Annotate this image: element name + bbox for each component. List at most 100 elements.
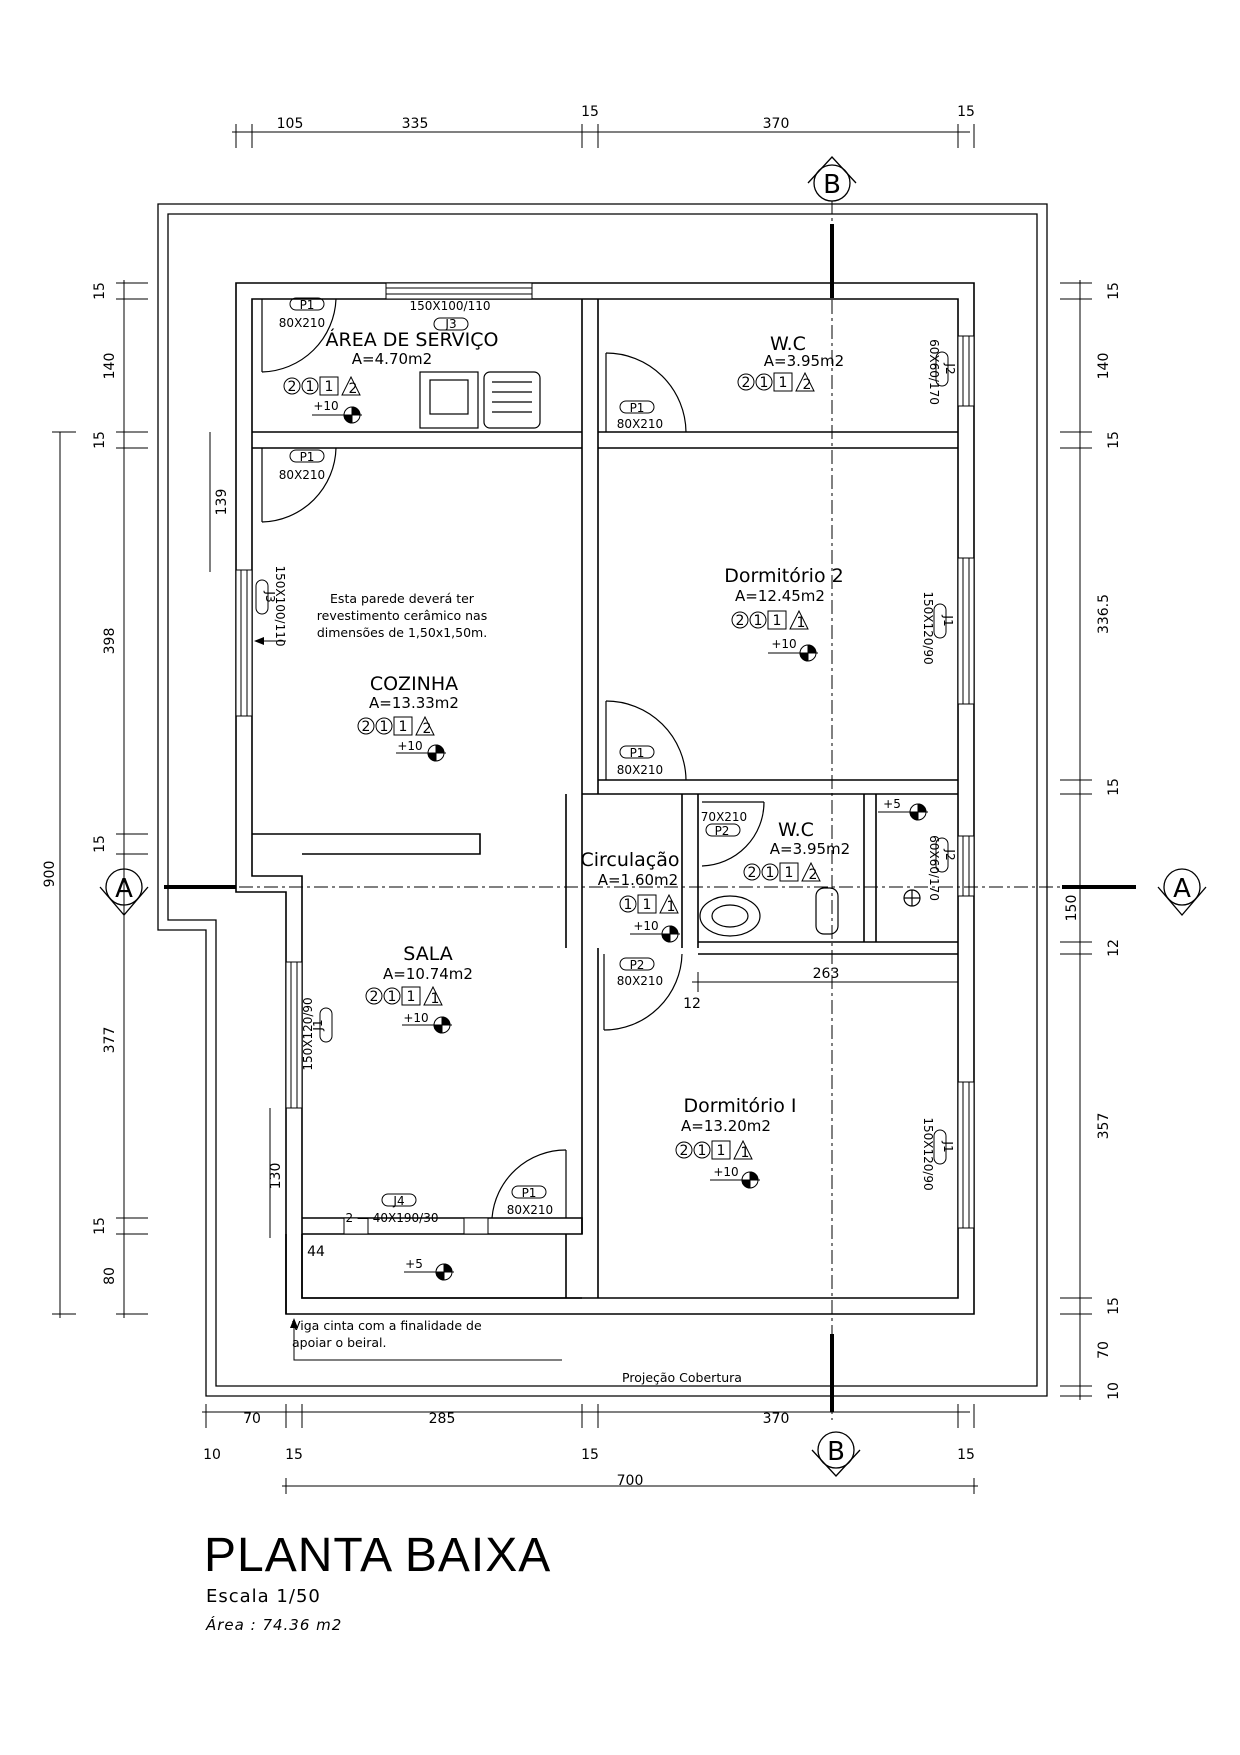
- wall-note: Esta parede deverá ter revestimento cerâ…: [254, 591, 487, 645]
- svg-text:COZINHA: COZINHA: [370, 673, 458, 695]
- svg-text:J2: J2: [943, 362, 957, 374]
- svg-text:15: 15: [957, 1447, 975, 1463]
- svg-text:139: 139: [214, 489, 230, 516]
- room-wc-2: W.C A=3.95m2 +5: [770, 797, 901, 858]
- svg-text:60X60/170: 60X60/170: [927, 835, 941, 901]
- svg-text:B: B: [823, 170, 841, 200]
- svg-text:J1: J1: [941, 614, 955, 626]
- room-dormitorio-1: Dormitório I A=13.20m2 +10: [681, 1095, 796, 1179]
- svg-text:W.C: W.C: [770, 333, 806, 355]
- svg-text:P1: P1: [300, 450, 315, 464]
- window-tags: [255, 317, 949, 1207]
- svg-text:A: A: [1173, 874, 1191, 904]
- svg-text:335: 335: [402, 116, 429, 132]
- room-wc-1: W.C A=3.95m2: [764, 333, 844, 370]
- svg-text:2: 2: [736, 613, 745, 629]
- laundry-fixtures: [419, 371, 541, 429]
- level-markers: [312, 406, 928, 1281]
- svg-text:1: 1: [779, 375, 788, 391]
- svg-text:SALA: SALA: [403, 943, 452, 965]
- finish-code-dorm1: 2 1 1 1: [675, 1139, 753, 1161]
- roof-outline: [157, 203, 1048, 1397]
- svg-text:ÁREA DE SERVIÇO: ÁREA DE SERVIÇO: [326, 328, 499, 351]
- svg-text:700: 700: [617, 1473, 644, 1489]
- walls: [235, 282, 975, 1315]
- svg-text:1: 1: [773, 613, 782, 629]
- svg-text:15: 15: [957, 104, 975, 120]
- svg-text:P2: P2: [630, 958, 645, 972]
- svg-text:140: 140: [102, 353, 118, 380]
- svg-text:1: 1: [643, 897, 652, 913]
- svg-text:+10: +10: [633, 919, 658, 933]
- dimension-texts: 105 335 15 370 15 70 285 15 370 10 15 15…: [42, 104, 1122, 1489]
- svg-text:10: 10: [203, 1447, 221, 1463]
- svg-text:+10: +10: [403, 1011, 428, 1025]
- svg-text:P1: P1: [300, 298, 315, 312]
- svg-text:1: 1: [399, 719, 408, 735]
- drawing-scale: Escala 1/50: [206, 1586, 321, 1607]
- svg-text:A=13.33m2: A=13.33m2: [369, 694, 459, 712]
- svg-text:357: 357: [1096, 1113, 1112, 1140]
- svg-text:A=3.95m2: A=3.95m2: [770, 840, 850, 858]
- svg-text:15: 15: [581, 104, 599, 120]
- svg-text:P1: P1: [630, 746, 645, 760]
- svg-text:70: 70: [1096, 1341, 1112, 1359]
- window-labels: 150X100/110 J3 J4 2 — 40X190/30 J3 150X1…: [263, 299, 957, 1225]
- svg-text:12: 12: [1106, 939, 1122, 957]
- svg-text:150X100/110: 150X100/110: [273, 566, 287, 647]
- svg-text:1: 1: [766, 865, 775, 881]
- finish-code-wc1: 2 1 1 2: [737, 371, 815, 393]
- svg-text:J1: J1: [941, 1140, 955, 1152]
- room-dormitorio-2: Dormitório 2 A=12.45m2 +10: [724, 565, 843, 651]
- svg-text:J1: J1: [311, 1019, 325, 1031]
- svg-text:2: 2: [680, 1143, 689, 1159]
- svg-text:J3: J3: [263, 590, 277, 602]
- svg-text:Dormitório I: Dormitório I: [684, 1095, 797, 1117]
- svg-text:1: 1: [754, 613, 763, 629]
- door-tags: [289, 297, 741, 1199]
- svg-text:2: 2: [349, 381, 358, 397]
- svg-text:1: 1: [698, 1143, 707, 1159]
- svg-text:130: 130: [268, 1163, 284, 1190]
- svg-text:+5: +5: [405, 1257, 423, 1271]
- beam-note: Viga cinta com a finalidade de apoiar o …: [290, 1318, 562, 1361]
- svg-text:+5: +5: [883, 797, 901, 811]
- svg-text:2 — 40X190/30: 2 — 40X190/30: [346, 1211, 439, 1225]
- room-area-de-servico: ÁREA DE SERVIÇO A=4.70m2 +10: [313, 328, 498, 413]
- svg-text:900: 900: [42, 861, 58, 888]
- door-labels: P1 80X210 P1 80X210 P1 80X210 P1 80X210 …: [279, 298, 747, 1217]
- svg-text:+10: +10: [771, 637, 796, 651]
- svg-text:2: 2: [742, 375, 751, 391]
- svg-text:15: 15: [285, 1447, 303, 1463]
- doors: [261, 298, 765, 1219]
- svg-text:Esta parede deverá ter: Esta parede deverá ter: [330, 591, 475, 606]
- svg-text:1: 1: [624, 897, 633, 913]
- svg-text:B: B: [827, 1437, 845, 1467]
- svg-text:A=4.70m2: A=4.70m2: [352, 350, 432, 368]
- svg-text:Circulação: Circulação: [580, 849, 679, 871]
- svg-text:2: 2: [803, 377, 812, 393]
- svg-text:1: 1: [407, 989, 416, 1005]
- svg-text:J2: J2: [943, 848, 957, 860]
- finish-code-wc2: 2 1 1 2: [743, 861, 821, 883]
- svg-text:80X210: 80X210: [617, 417, 663, 431]
- svg-text:J3: J3: [444, 317, 456, 331]
- svg-text:+10: +10: [397, 739, 422, 753]
- svg-text:80X210: 80X210: [279, 468, 325, 482]
- dimension-lines: [52, 124, 1092, 1494]
- svg-text:70X210: 70X210: [701, 810, 747, 824]
- svg-text:2: 2: [288, 379, 297, 395]
- svg-text:Dormitório 2: Dormitório 2: [724, 565, 843, 587]
- svg-text:P1: P1: [522, 1186, 537, 1200]
- svg-text:370: 370: [763, 116, 790, 132]
- finish-code-sala: 2 1 1 1: [365, 985, 443, 1007]
- svg-text:P2: P2: [715, 824, 730, 838]
- svg-text:10: 10: [1106, 1382, 1122, 1400]
- svg-text:150: 150: [1064, 895, 1080, 922]
- svg-text:1: 1: [380, 719, 389, 735]
- svg-text:A=3.95m2: A=3.95m2: [764, 352, 844, 370]
- svg-text:70: 70: [243, 1411, 261, 1427]
- svg-text:15: 15: [92, 835, 108, 853]
- svg-text:2: 2: [423, 721, 432, 737]
